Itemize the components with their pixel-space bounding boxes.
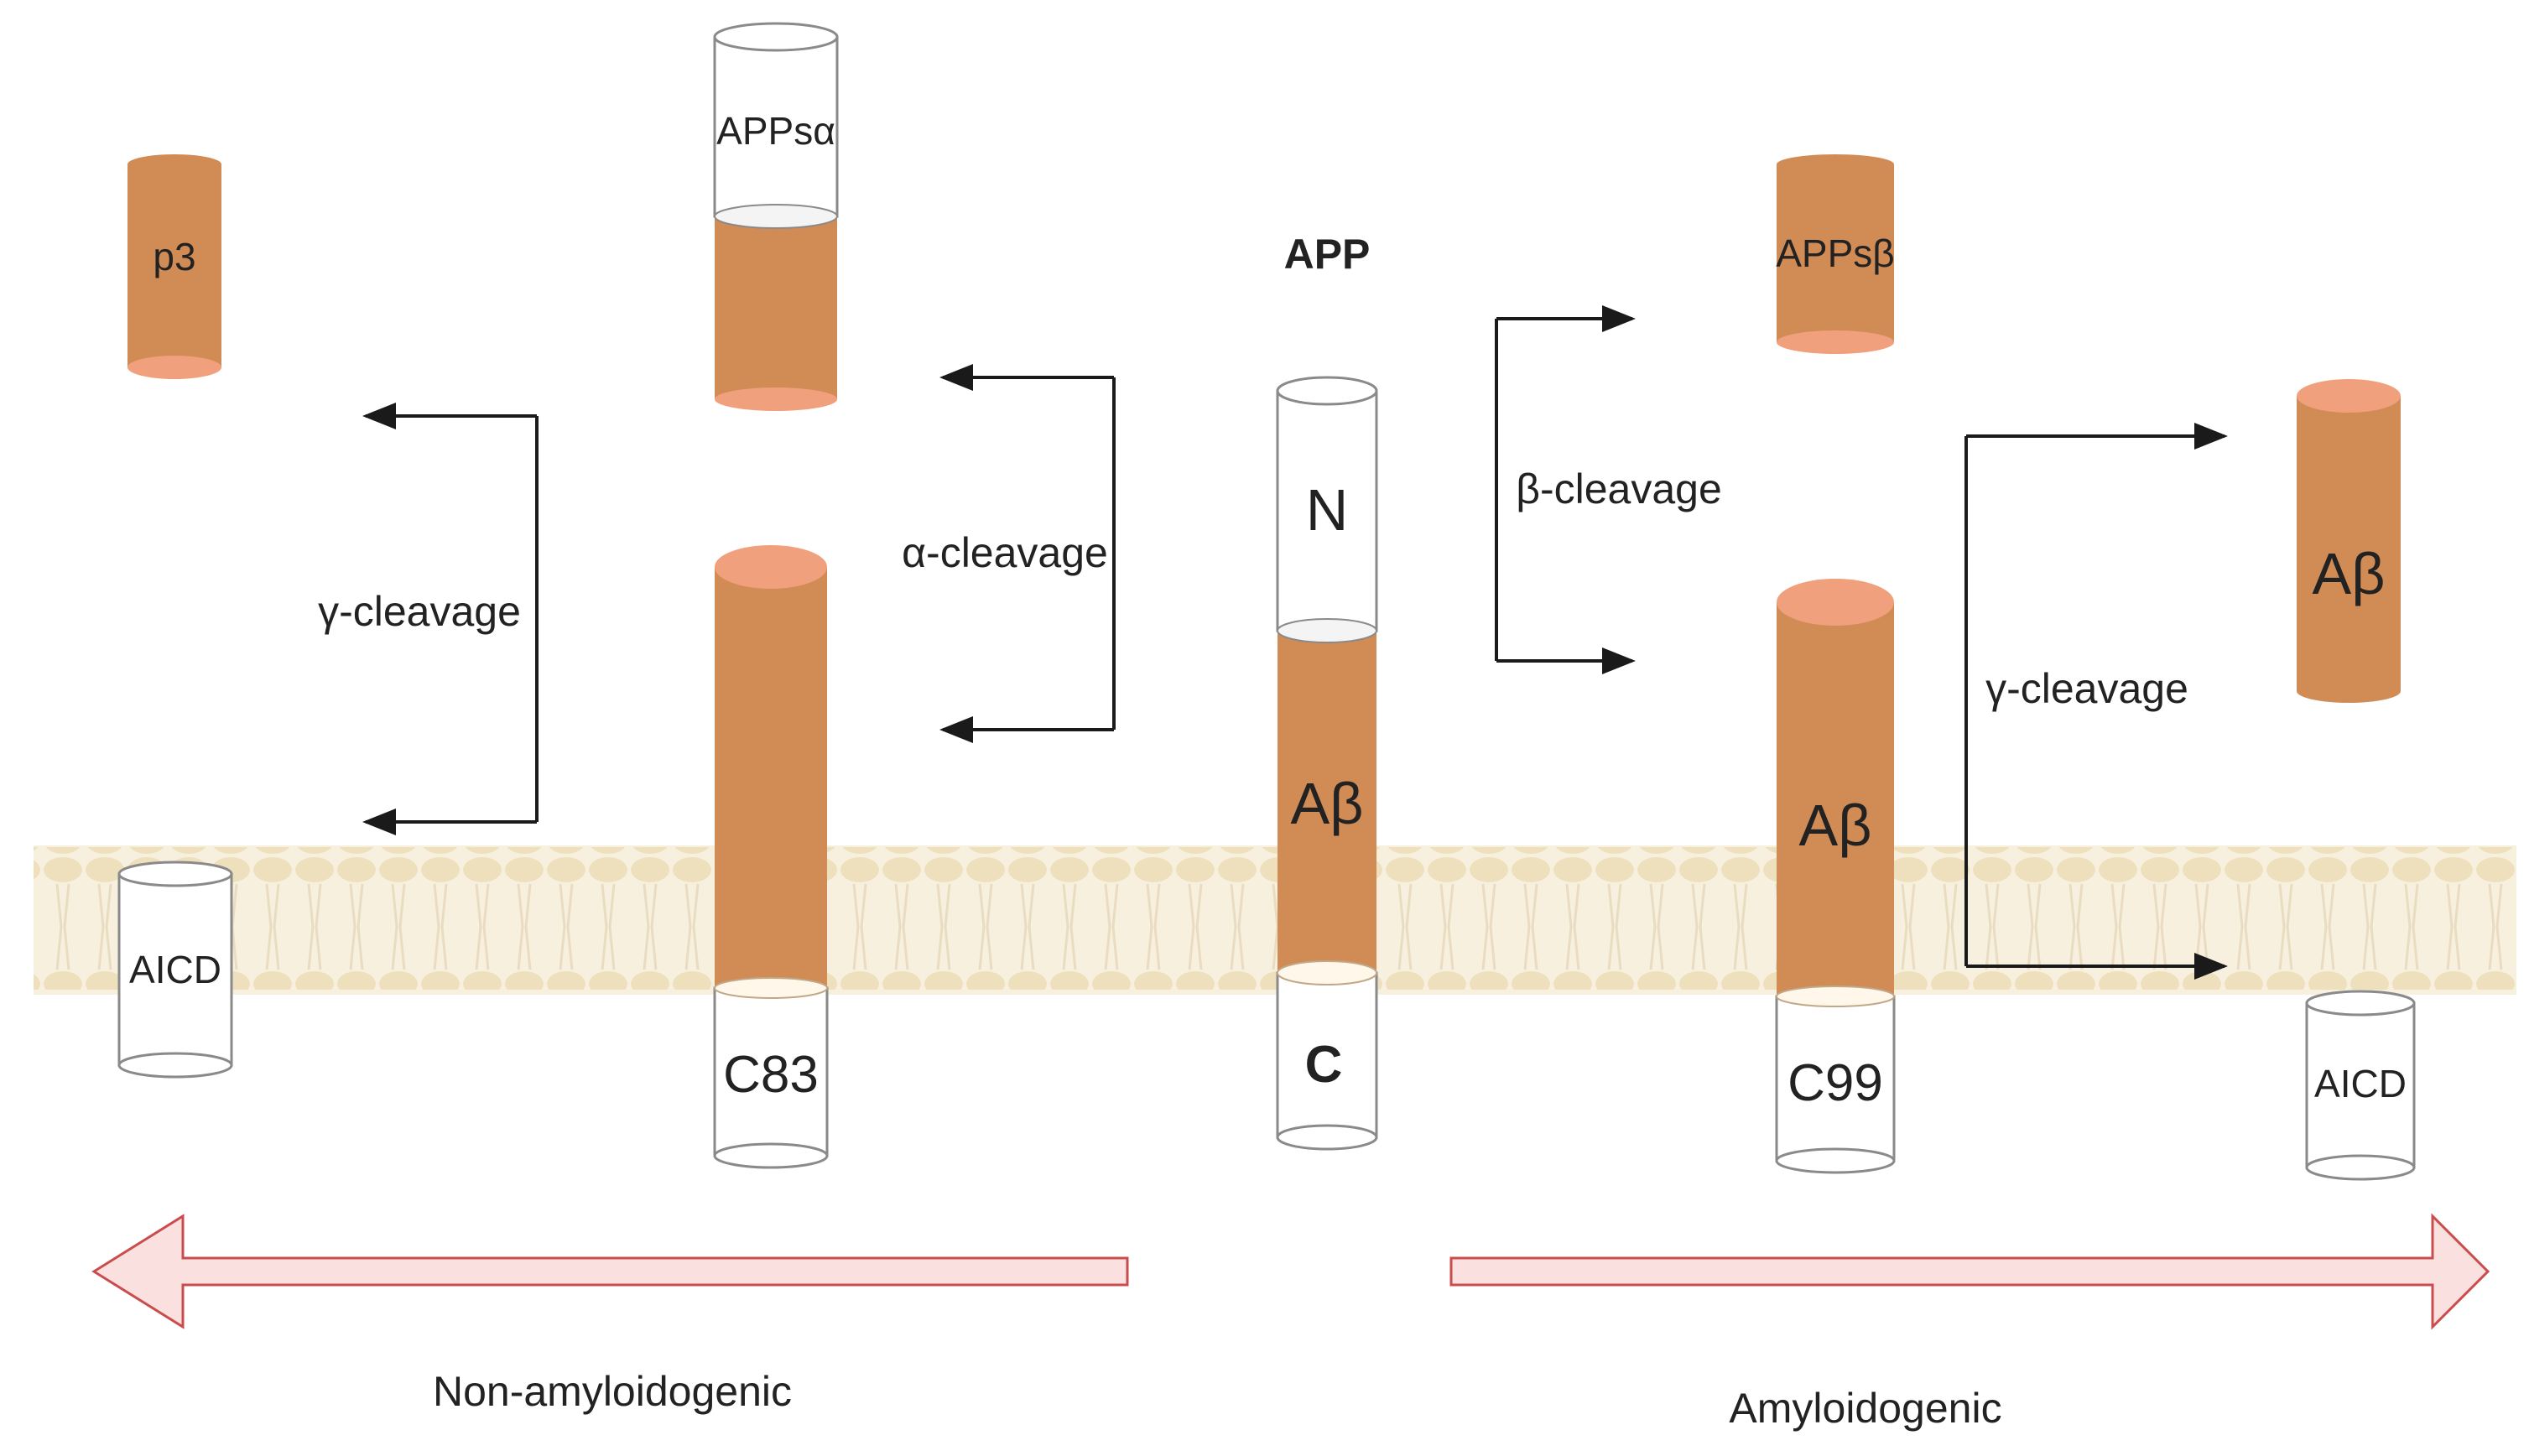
c99-abeta-label: Aβ [1799, 793, 1872, 858]
p3-molecule [127, 154, 221, 379]
p3-label: p3 [153, 235, 195, 278]
appsb-label: APPsβ [1776, 231, 1895, 275]
appsb-molecule [1777, 154, 1894, 354]
c99-label: C99 [1787, 1054, 1883, 1112]
app-title: APP [1284, 231, 1371, 278]
c83-label: C83 [723, 1046, 819, 1104]
non-amyloidogenic-label: Non-amyloidogenic [433, 1368, 792, 1415]
aicd-right-label: AICD [2314, 1062, 2407, 1105]
amyloidogenic-label: Amyloidogenic [1729, 1385, 2001, 1432]
c83-molecule [713, 545, 829, 1169]
non-amyloidogenic-arrow [91, 1214, 1129, 1329]
alpha-cleavage-label: α-cleavage [902, 529, 1108, 576]
cell-membrane [34, 845, 2516, 995]
beta-cleavage-label: β-cleavage [1516, 465, 1722, 512]
app-c-label: C [1305, 1036, 1343, 1094]
app-abeta-segment [1278, 631, 1376, 973]
abeta-label: Aβ [2313, 541, 2386, 606]
c99-molecule [1775, 579, 1896, 1174]
appsa-label: APPsα [716, 109, 835, 153]
app-abeta-label: Aβ [1291, 771, 1364, 836]
abeta-molecule [2297, 379, 2401, 703]
gamma-cleavage-bracket-left [362, 403, 539, 835]
gamma-cleavage-right-label: γ-cleavage [1985, 665, 2188, 712]
aicd-left-molecule [117, 861, 233, 1079]
beta-cleavage-bracket [1495, 305, 1636, 674]
appsa-molecule [713, 22, 839, 411]
app-c-segment [1276, 971, 1378, 1139]
alpha-cleavage-bracket [939, 364, 1116, 743]
aicd-right-molecule [2305, 990, 2416, 1181]
aicd-left-label: AICD [129, 948, 221, 991]
app-molecule [1276, 376, 1378, 1151]
gamma-cleavage-bracket-right [1964, 423, 2228, 980]
app-n-label: N [1306, 477, 1349, 543]
amyloidogenic-arrow [1449, 1213, 2490, 1330]
gamma-cleavage-left-label: γ-cleavage [318, 588, 521, 635]
